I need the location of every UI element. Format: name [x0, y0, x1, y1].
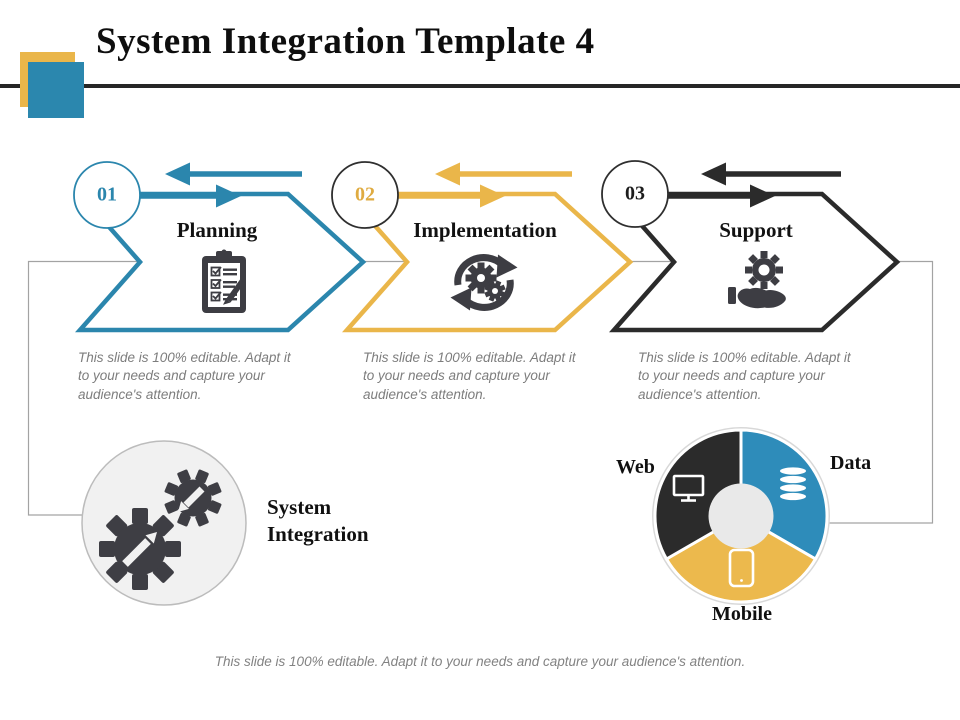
donut-hole — [708, 483, 774, 549]
page-title: System Integration Template 4 — [96, 21, 595, 62]
step-circle-3 — [601, 160, 669, 228]
step-number-2: 02 — [355, 183, 375, 206]
header-rule — [0, 84, 960, 88]
clipboard-checklist-icon — [202, 249, 246, 313]
step-description-implementation: This slide is 100% editable. Adapt it to… — [363, 350, 576, 402]
footer-note: This slide is 100% editable. Adapt it to… — [214, 654, 746, 669]
donut-label-mobile: Mobile — [712, 603, 772, 625]
step-label-implementation: Implementation — [413, 218, 557, 242]
step-circle-2 — [331, 161, 399, 229]
system-integration-label: System Integration — [267, 494, 369, 548]
step-number-3: 03 — [625, 182, 645, 205]
connector-lines — [27, 260, 934, 524]
system-integration-label-line2: Integration — [267, 522, 369, 546]
step-circle-1 — [73, 161, 141, 229]
donut-label-web: Web — [616, 456, 655, 478]
step-description-planning: This slide is 100% editable. Adapt it to… — [78, 350, 291, 402]
monitor-icon — [672, 474, 705, 502]
smartphone-icon — [728, 548, 755, 588]
step-label-support: Support — [719, 218, 793, 242]
header-accent-square-blue — [28, 62, 84, 118]
exchange-arrows-planning — [140, 162, 302, 208]
hand-gear-icon — [728, 251, 786, 309]
chevron-implementation — [342, 191, 634, 333]
exchange-arrows-support — [668, 162, 841, 208]
donut-label-data: Data — [830, 452, 872, 474]
step-number-1: 01 — [97, 183, 117, 206]
step-description-support: This slide is 100% editable. Adapt it to… — [638, 350, 851, 402]
step-label-planning: Planning — [176, 218, 258, 242]
gears-icon — [81, 440, 247, 606]
exchange-arrows-implementation — [398, 162, 572, 208]
system-integration-label-line1: System — [267, 495, 332, 519]
platform-donut-chart — [652, 427, 830, 605]
sync-gears-icon — [450, 254, 518, 311]
database-icon — [780, 467, 806, 501]
